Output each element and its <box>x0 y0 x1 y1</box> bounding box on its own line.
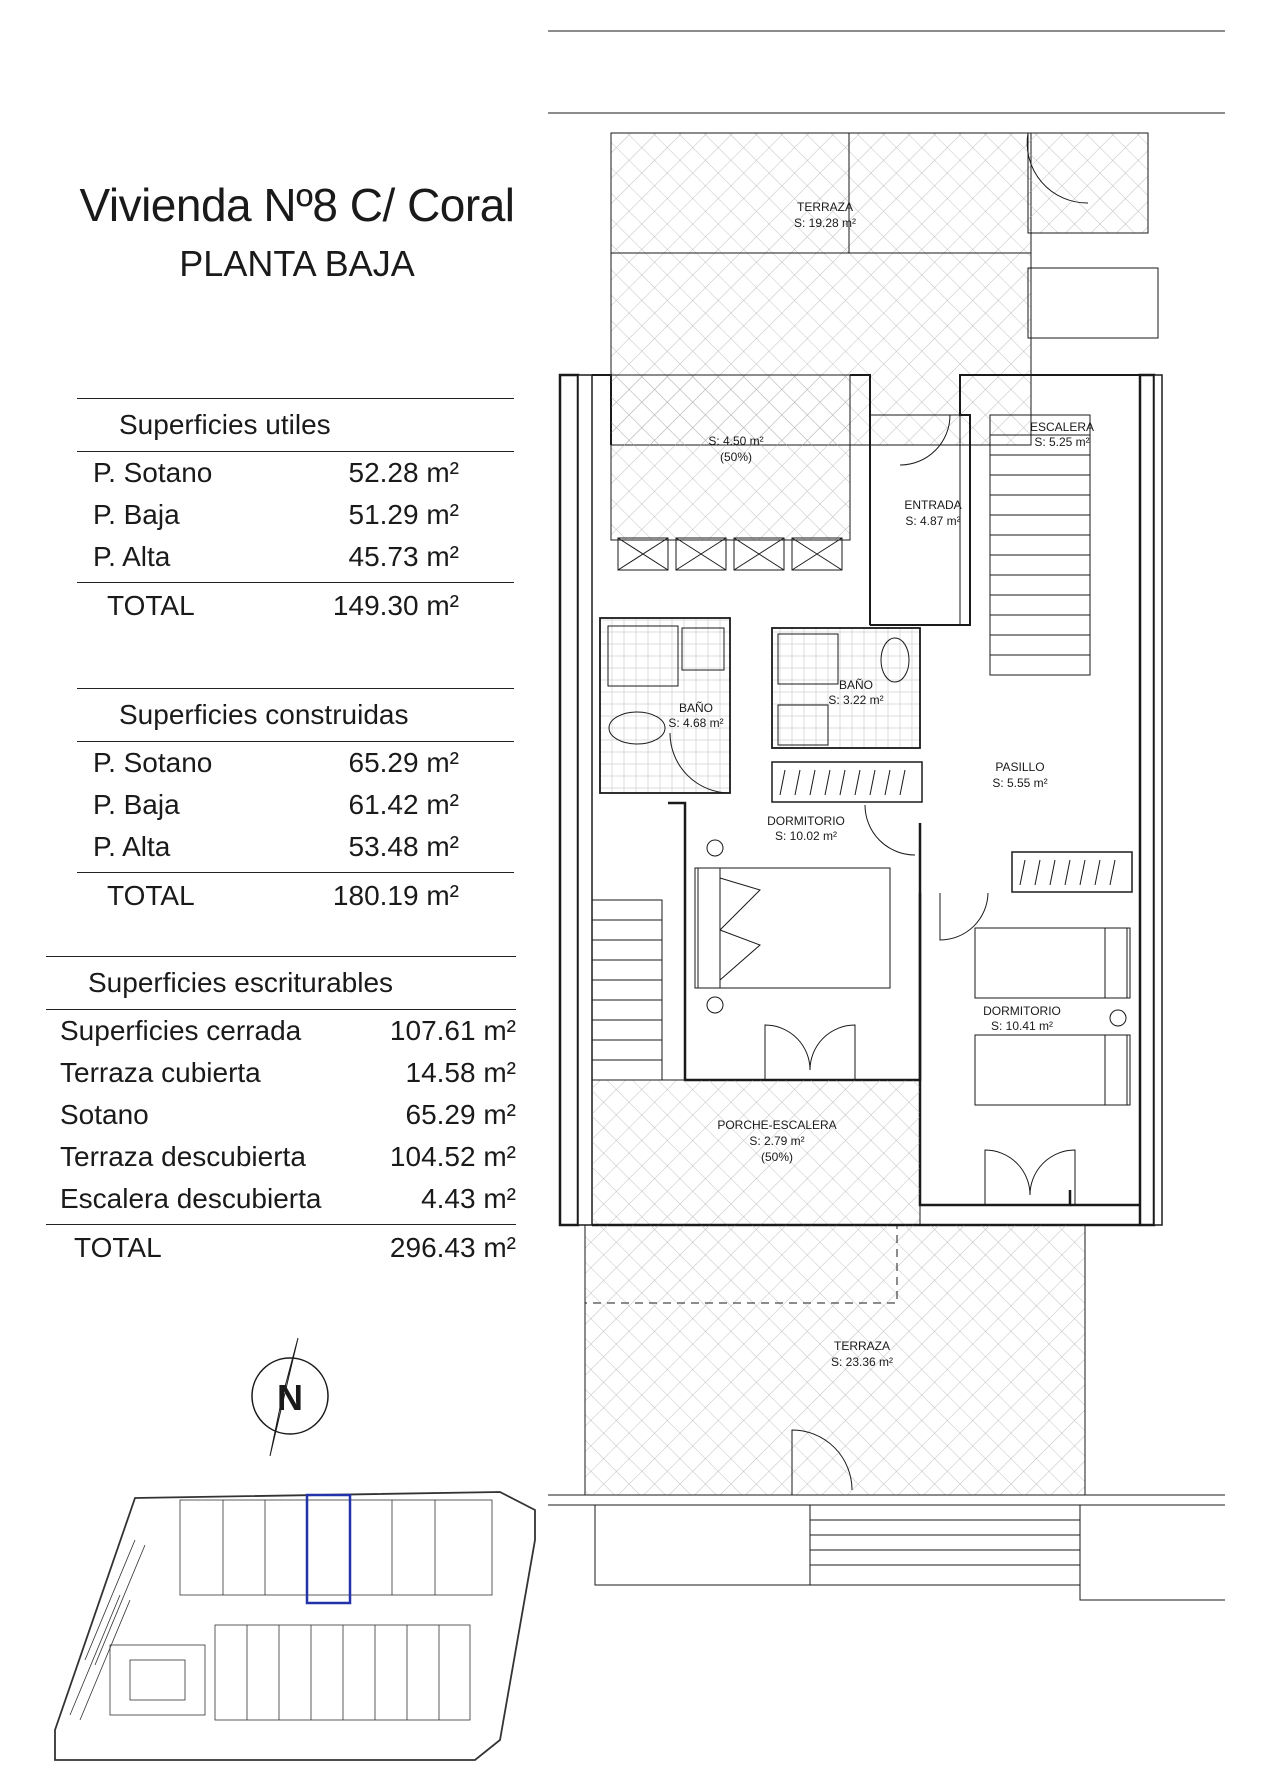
row-label: Escalera descubierta <box>60 1183 322 1214</box>
room-area-escalera: S: 5.25 m² <box>1034 435 1089 449</box>
row-label: Sotano <box>60 1099 149 1130</box>
highlighted-unit-marker <box>305 1493 352 1605</box>
row-label: P. Alta <box>93 541 171 572</box>
room-note-porche: (50%) <box>761 1150 793 1164</box>
room-name-bano-1: BAÑO <box>679 701 713 715</box>
patio-area <box>610 374 851 541</box>
table-row: Superficies cerrada 107.61 m² <box>46 1010 516 1052</box>
row-label: Terraza cubierta <box>60 1057 261 1088</box>
room-area-dormitorio-1: S: 10.02 m² <box>775 829 837 843</box>
total-value: 296.43 m² <box>389 1232 516 1263</box>
room-name-dormitorio-1: DORMITORIO <box>767 814 845 828</box>
total-label: TOTAL <box>74 1232 162 1263</box>
total-row: TOTAL 180.19 m² <box>77 872 514 919</box>
floor-subtitle: PLANTA BAJA <box>179 243 415 284</box>
room-name-terraza-top: TERRAZA <box>797 200 853 214</box>
row-label: P. Baja <box>93 499 180 530</box>
room-area-terraza-top: S: 19.28 m² <box>794 216 856 230</box>
room-area-bano-1: S: 4.68 m² <box>668 716 723 730</box>
room-name-bano-2: BAÑO <box>839 678 873 692</box>
row-value: 65.29 m² <box>405 1099 517 1130</box>
table-row: P. Sotano 65.29 m² <box>77 742 514 784</box>
row-label: P. Baja <box>93 789 180 820</box>
room-name-porche: PORCHE-ESCALERA <box>717 1118 836 1132</box>
bano-2-area <box>771 627 921 749</box>
table-row: P. Baja 51.29 m² <box>77 494 514 536</box>
section-heading: Superficies construidas <box>77 688 514 742</box>
row-value: 52.28 m² <box>348 457 460 488</box>
table-row: Escalera descubierta 4.43 m² <box>46 1178 516 1220</box>
row-value: 14.58 m² <box>405 1057 517 1088</box>
room-name-dormitorio-2: DORMITORIO <box>983 1004 1061 1018</box>
room-area-dormitorio-2: S: 10.41 m² <box>991 1019 1053 1033</box>
row-value: 45.73 m² <box>348 541 460 572</box>
row-value: 65.29 m² <box>348 747 460 778</box>
section-heading: Superficies utiles <box>77 398 514 452</box>
porche-area <box>591 1079 921 1226</box>
room-area-bano-2: S: 3.22 m² <box>828 693 883 707</box>
room-name-escalera: ESCALERA <box>1030 420 1094 434</box>
superficies-construidas-table: Superficies construidas P. Sotano 65.29 m… <box>77 688 514 919</box>
table-row: P. Alta 53.48 m² <box>77 826 514 868</box>
floor-plan-drawing: TERRAZA S: 19.28 m² S: 4.50 m² (50%) ESC… <box>548 30 1225 1601</box>
room-name-pasillo: PASILLO <box>995 760 1044 774</box>
total-row: TOTAL 296.43 m² <box>46 1224 516 1271</box>
row-value: 61.42 m² <box>348 789 460 820</box>
row-value: 104.52 m² <box>389 1141 516 1172</box>
section-heading: Superficies escriturables <box>46 956 516 1010</box>
site-key-plan <box>54 1491 536 1761</box>
compass-label: N <box>277 1377 303 1418</box>
north-compass-icon: N <box>251 1338 329 1457</box>
total-value: 149.30 m² <box>332 590 459 621</box>
table-row: P. Baja 61.42 m² <box>77 784 514 826</box>
table-row: P. Sotano 52.28 m² <box>77 452 514 494</box>
room-area-porche: S: 2.79 m² <box>749 1134 804 1148</box>
table-row: P. Alta 45.73 m² <box>77 536 514 578</box>
total-label: TOTAL <box>107 590 195 621</box>
terraza-bottom-area <box>584 1224 1086 1496</box>
total-label: TOTAL <box>107 880 195 911</box>
row-label: P. Sotano <box>93 747 213 778</box>
plan-title: Vivienda Nº8 C/ Coral <box>79 179 516 231</box>
table-row: Terraza descubierta 104.52 m² <box>46 1136 516 1178</box>
superficies-utiles-table: Superficies utiles P. Sotano 52.28 m² P. … <box>77 398 514 629</box>
row-value: 107.61 m² <box>389 1015 516 1046</box>
room-name-entrada: ENTRADA <box>904 498 961 512</box>
bano-1-area <box>599 617 731 794</box>
table-row: Terraza cubierta 14.58 m² <box>46 1052 516 1094</box>
total-value: 180.19 m² <box>332 880 459 911</box>
row-label: Superficies cerrada <box>60 1015 302 1046</box>
room-area-patio: S: 4.50 m² <box>708 434 763 448</box>
superficies-escriturables-table: Superficies escriturables Superficies ce… <box>46 956 516 1271</box>
row-value: 53.48 m² <box>348 831 460 862</box>
row-label: P. Alta <box>93 831 171 862</box>
room-area-entrada: S: 4.87 m² <box>905 514 960 528</box>
row-label: Terraza descubierta <box>60 1141 306 1172</box>
room-area-pasillo: S: 5.55 m² <box>992 776 1047 790</box>
room-name-terraza-bottom: TERRAZA <box>834 1339 890 1353</box>
room-area-terraza-bottom: S: 23.36 m² <box>831 1355 893 1369</box>
row-value: 51.29 m² <box>348 499 460 530</box>
row-label: P. Sotano <box>93 457 213 488</box>
room-note-patio: (50%) <box>720 450 752 464</box>
total-row: TOTAL 149.30 m² <box>77 582 514 629</box>
table-row: Sotano 65.29 m² <box>46 1094 516 1136</box>
row-value: 4.43 m² <box>421 1183 516 1214</box>
